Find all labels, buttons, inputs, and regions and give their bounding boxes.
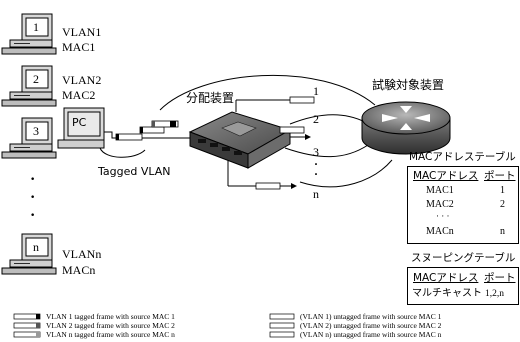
computer-icon-3 (2, 118, 56, 158)
cable-pc-to-switch (100, 132, 200, 157)
dut-router-icon (362, 102, 450, 154)
host-ellipsis-3: · (30, 208, 35, 224)
mac-table: MACアドレス ポート MAC1 1 MAC2 2 · · · MACn n (407, 166, 519, 244)
tagged-frame-group (116, 121, 178, 140)
host-number-n: n (33, 241, 39, 253)
computer-icon-1 (2, 14, 56, 54)
legend-right-3: (VLAN n) untagged frame with source MAC … (300, 331, 441, 339)
mac-table-col-mac: MACアドレス (413, 171, 478, 182)
snoop-table-col-mac: MACアドレス (413, 273, 478, 284)
host-vlan-1: VLAN1 (62, 26, 101, 38)
dut-label: 試験対象装置 (372, 79, 444, 91)
port-label-1: 1 (313, 85, 319, 97)
mac-table-row-mac: MAC2 (426, 200, 454, 210)
snoop-table-col-port: ポート (484, 273, 516, 284)
computer-icon-2 (2, 66, 56, 106)
host-ellipsis-1: · (30, 172, 35, 188)
port-label-2: 2 (313, 113, 319, 125)
host-ellipsis-2: · (30, 190, 35, 206)
tagged-vlan-label: Tagged VLAN (98, 166, 171, 177)
host-vlan-n: VLANn (62, 248, 101, 260)
legend-right-1: (VLAN 1) untagged frame with source MAC … (300, 313, 441, 321)
host-mac-n: MACn (62, 264, 95, 276)
distributor-label: 分配装置 (186, 92, 234, 104)
host-mac-1: MAC1 (62, 41, 95, 53)
port-ellipsis-2: · (314, 168, 318, 180)
host-number-3: 3 (33, 125, 39, 137)
snoop-table-title: スヌーピングテーブル (411, 253, 515, 264)
mac-table-row-port: n (500, 227, 505, 237)
host-vlan-2: VLAN2 (62, 74, 101, 86)
host-mac-2: MAC2 (62, 89, 95, 101)
distribution-switch (190, 112, 290, 168)
mac-table-row-ellipsis: · · · (436, 212, 450, 221)
host-number-2: 2 (33, 73, 39, 85)
legend-left-1: VLAN 1 tagged frame with source MAC 1 (46, 313, 175, 321)
host-number-1: 1 (33, 21, 39, 33)
legend-left-3: VLAN n tagged frame with source MAC n (46, 331, 175, 339)
mac-table-row-mac: MACn (426, 227, 454, 237)
snoop-table: MACアドレス ポート マルチキャスト 1,2,n (407, 267, 519, 305)
snoop-table-row-mac: マルチキャスト (412, 289, 482, 299)
mac-table-col-port: ポート (484, 171, 516, 182)
pc-label: PC (72, 117, 86, 128)
legend-right-2: (VLAN 2) untagged frame with source MAC … (300, 322, 441, 330)
legend-left-2: VLAN 2 tagged frame with source MAC 2 (46, 322, 175, 330)
mac-table-title: MACアドレステーブル (409, 152, 516, 163)
mac-table-row-port: 2 (500, 200, 505, 210)
snoop-table-row-port: 1,2,n (485, 290, 504, 300)
port-label-n: n (313, 188, 319, 200)
mac-table-row-port: 1 (500, 186, 505, 196)
computer-icon-n (2, 234, 56, 274)
mac-table-row-mac: MAC1 (426, 186, 454, 196)
